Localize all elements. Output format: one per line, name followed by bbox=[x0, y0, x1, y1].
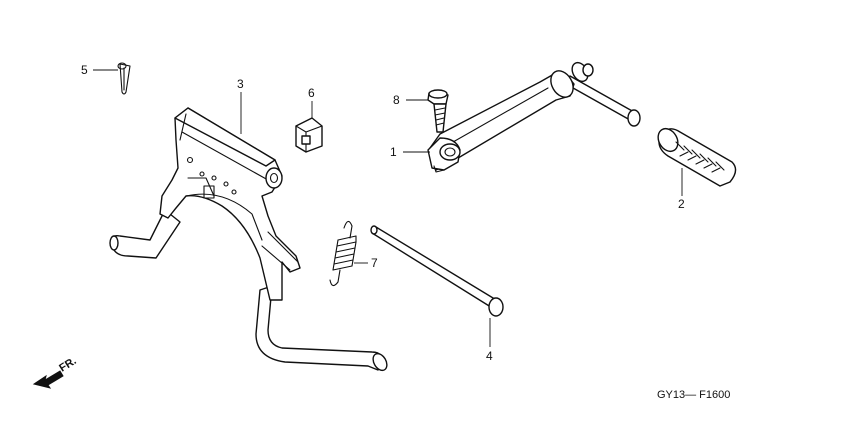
stand-pivot-shaft bbox=[370, 225, 504, 317]
kick-pedal-rubber bbox=[657, 127, 737, 187]
callout-7: 7 bbox=[371, 256, 378, 270]
callout-3: 3 bbox=[237, 77, 244, 91]
flange-bolt bbox=[427, 89, 449, 133]
callout-5: 5 bbox=[81, 63, 88, 77]
diagram-code: GY13— F1600 bbox=[657, 389, 730, 401]
callout-6: 6 bbox=[308, 86, 315, 100]
callout-2: 2 bbox=[678, 197, 685, 211]
main-stand bbox=[109, 107, 388, 372]
spring-clip bbox=[295, 117, 323, 153]
callout-4: 4 bbox=[486, 349, 493, 363]
cotter-pin bbox=[117, 62, 131, 95]
stand-spring bbox=[329, 220, 357, 287]
front-direction-arrow-icon bbox=[32, 370, 64, 389]
front-direction-marker: FR. bbox=[32, 355, 79, 389]
callout-1: 1 bbox=[390, 145, 397, 159]
callout-8: 8 bbox=[393, 93, 400, 107]
kick-starter-arm bbox=[427, 61, 641, 173]
